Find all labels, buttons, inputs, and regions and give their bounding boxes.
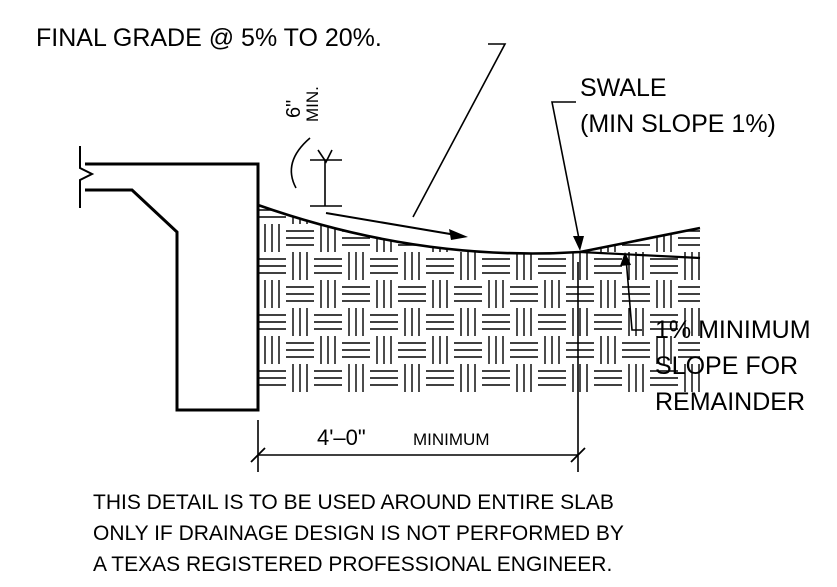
four-foot-tick-left [250,447,266,463]
swale-slope-note: (MIN SLOPE 1%) [580,110,776,138]
remainder-arrowhead [620,252,631,266]
remainder-leader [625,257,642,331]
grade-slope-arrowhead [449,229,468,240]
final-grade-leader [412,43,507,218]
remainder-label-line1: 1% MINIMUM [655,316,811,344]
note-line-1: THIS DETAIL IS TO BE USED AROUND ENTIRE … [93,491,614,514]
dimension-value: 4'–0" [317,425,366,450]
soil-hatch-pattern [258,205,700,392]
remainder-slope-line [579,250,701,260]
slab-break-line [79,146,95,208]
note-line-3: A TEXAS REGISTERED PROFESSIONAL ENGINEER… [93,553,613,576]
final-grade-line [257,203,701,255]
swale-arrowhead [573,236,584,251]
dimension-minimum-label: MINIMUM [413,430,490,449]
swale-leader [551,101,581,245]
four-foot-tick-right [570,447,586,463]
six-inch-dim-arc [290,137,311,189]
note-line-2: ONLY IF DRAINAGE DESIGN IS NOT PERFORMED… [93,522,624,545]
remainder-label-line2: SLOPE FOR [655,352,799,380]
slab-edge-beam [85,162,260,412]
swale-label: SWALE [580,74,667,102]
remainder-label-line3: REMAINDER [655,388,806,416]
six-inch-dim-arrow [317,149,333,164]
min-abbrev-label: MIN. [303,86,322,122]
grade-slope-arrow [325,212,463,237]
final-grade-label: FINAL GRADE @ 5% TO 20%. [36,24,382,52]
six-inch-label: 6" [283,99,305,118]
